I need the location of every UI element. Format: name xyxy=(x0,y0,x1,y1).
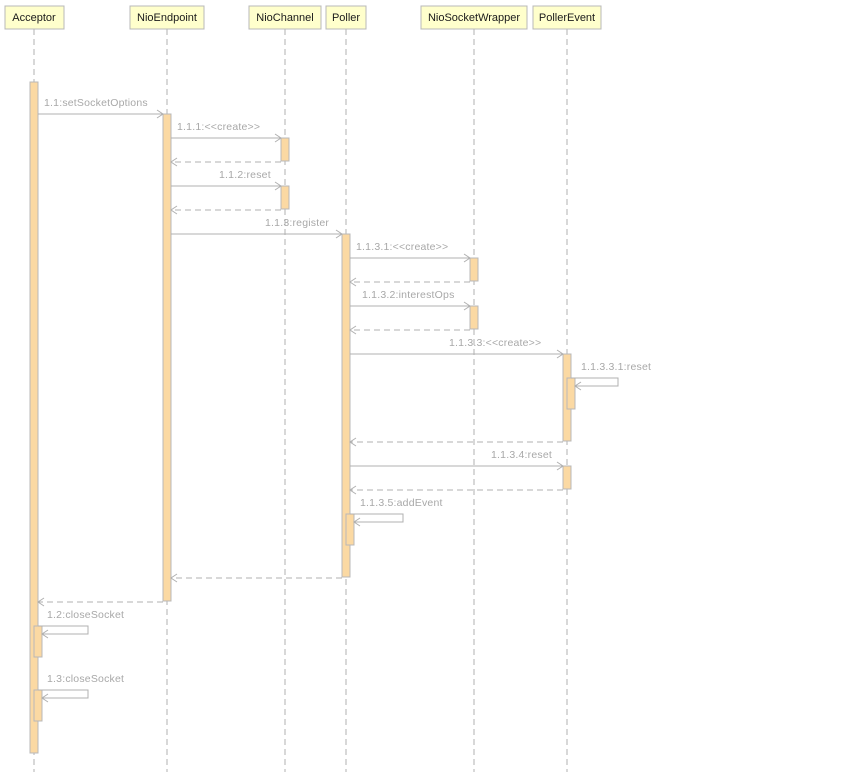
message-register[interactable]: 1.1.3:register xyxy=(171,217,343,239)
participant-box xyxy=(129,5,205,30)
arrowhead xyxy=(335,229,343,239)
activation-acceptor xyxy=(29,81,39,754)
participant-niochannel[interactable]: NioChannel xyxy=(248,5,322,30)
message-label: 1.2:closeSocket xyxy=(47,609,124,621)
participant-label: PollerEvent xyxy=(539,12,595,24)
arrowhead xyxy=(353,517,361,527)
lifelines xyxy=(33,29,568,772)
arrowhead xyxy=(41,693,49,703)
participant-label: NioChannel xyxy=(256,12,313,24)
participant-nioendpoint[interactable]: NioEndpoint xyxy=(129,5,205,30)
arrowhead xyxy=(41,629,49,639)
arrowhead xyxy=(349,437,357,447)
arrowhead xyxy=(463,301,471,311)
participant-poller[interactable]: Poller xyxy=(325,5,367,30)
arrowhead xyxy=(349,485,357,495)
return-niochannel-create xyxy=(170,157,281,167)
message-label: 1.1.3:register xyxy=(265,217,329,229)
message-label: 1.1.3.3.1:reset xyxy=(581,361,651,373)
arrowhead xyxy=(574,381,582,391)
arrowhead xyxy=(156,109,164,119)
return-niosocketwrapper-create xyxy=(349,277,470,287)
message-label: 1.1.3.2:interestOps xyxy=(362,289,455,301)
message-pollerevent-create[interactable]: 1.1.3.3:<<create>> xyxy=(350,337,564,359)
return-pollerevent-create xyxy=(349,437,563,447)
message-label: 1.1.1:<<create>> xyxy=(177,121,260,133)
participant-box xyxy=(420,5,528,30)
return-interestops xyxy=(349,325,470,335)
arrowhead xyxy=(170,157,178,167)
activation-acceptor-closesocket-2 xyxy=(33,689,43,722)
activation-niochannel-reset xyxy=(280,185,290,210)
message-arrow xyxy=(38,689,89,699)
participant-box xyxy=(325,5,367,30)
messages: 1.1:setSocketOptions 1.1.1:<<create>> 1.… xyxy=(37,97,651,703)
arrowhead xyxy=(349,277,357,287)
message-closesocket-2[interactable]: 1.3:closeSocket xyxy=(38,673,124,703)
activation-niosocketwrapper-interestops xyxy=(469,305,479,330)
message-label: 1.1.3.1:<<create>> xyxy=(356,241,448,253)
arrowhead xyxy=(170,205,178,215)
participant-label: Acceptor xyxy=(12,12,56,24)
participant-niosocketwrapper[interactable]: NioSocketWrapper xyxy=(420,5,528,30)
message-niosocketwrapper-create[interactable]: 1.1.3.1:<<create>> xyxy=(350,241,471,263)
message-interestops[interactable]: 1.1.3.2:interestOps xyxy=(350,289,471,311)
activations xyxy=(29,81,576,754)
message-label: 1.1.3.5:addEvent xyxy=(360,497,443,509)
return-setsocketoptions xyxy=(37,597,163,607)
return-pollerevent-reset xyxy=(349,485,563,495)
participant-label: Poller xyxy=(332,12,360,24)
message-niochannel-reset[interactable]: 1.1.2:reset xyxy=(171,169,282,191)
message-niochannel-create[interactable]: 1.1.1:<<create>> xyxy=(171,121,282,143)
participant-label: NioSocketWrapper xyxy=(428,12,520,24)
arrowhead xyxy=(274,181,282,191)
activation-niosocketwrapper-create xyxy=(469,257,479,282)
participant-box xyxy=(248,5,322,30)
participant-box xyxy=(532,5,602,30)
activation-niochannel-create xyxy=(280,137,290,162)
participant-label: NioEndpoint xyxy=(137,12,197,24)
message-pollerevent-reset-self[interactable]: 1.1.3.3.1:reset xyxy=(571,361,651,391)
activation-pollerevent-reset xyxy=(562,465,572,490)
message-label: 1.1.3.3:<<create>> xyxy=(449,337,541,349)
message-label: 1.3:closeSocket xyxy=(47,673,124,685)
arrowhead xyxy=(556,461,564,471)
message-pollerevent-reset[interactable]: 1.1.3.4:reset xyxy=(350,449,564,471)
participants: Acceptor NioEndpoint NioChannel Poller N… xyxy=(4,5,602,30)
activation-pollerevent-reset-self xyxy=(566,377,576,410)
arrowhead xyxy=(37,597,45,607)
message-arrow xyxy=(38,625,89,635)
activation-nioendpoint xyxy=(162,113,172,602)
arrowhead xyxy=(170,573,178,583)
message-label: 1.1:setSocketOptions xyxy=(44,97,148,109)
arrowhead xyxy=(349,325,357,335)
arrowhead xyxy=(463,253,471,263)
activation-poller-addevent xyxy=(345,513,355,546)
arrowhead xyxy=(274,133,282,143)
activation-poller xyxy=(341,233,351,578)
return-niochannel-reset xyxy=(170,205,281,215)
participant-box xyxy=(4,5,65,30)
message-label: 1.1.2:reset xyxy=(219,169,271,181)
return-register xyxy=(170,573,342,583)
message-addevent-self[interactable]: 1.1.3.5:addEvent xyxy=(350,497,443,527)
activation-acceptor-closesocket-1 xyxy=(33,625,43,658)
message-label: 1.1.3.4:reset xyxy=(491,449,552,461)
message-closesocket-1[interactable]: 1.2:closeSocket xyxy=(38,609,124,639)
message-setsocketoptions[interactable]: 1.1:setSocketOptions xyxy=(38,97,164,119)
participant-pollerevent[interactable]: PollerEvent xyxy=(532,5,602,30)
message-arrow xyxy=(350,513,404,523)
message-arrow xyxy=(571,377,619,387)
participant-acceptor[interactable]: Acceptor xyxy=(4,5,65,30)
arrowhead xyxy=(556,349,564,359)
